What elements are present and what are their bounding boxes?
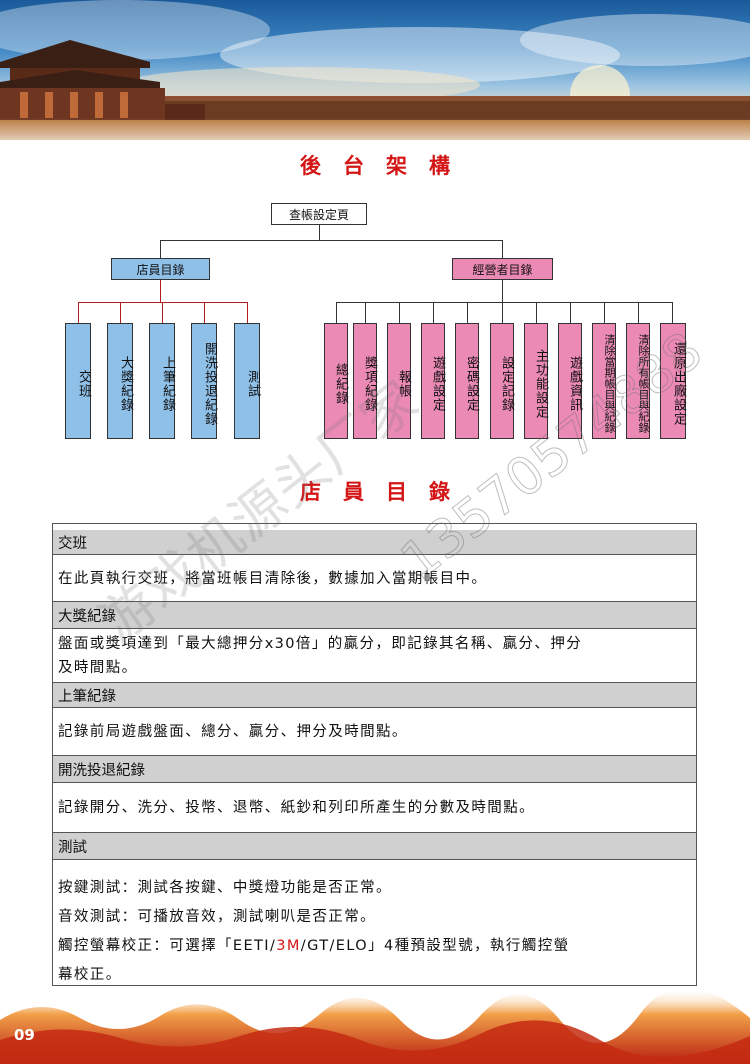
org-leaf-shift-handover: 交班 [65,323,91,439]
connector [604,302,605,323]
org-leaf-factory-reset: 還原出廠設定 [660,323,686,439]
org-chart: 查帳設定頁 店員目錄 經營者目錄 交班 大獎紀錄 上筆紀錄 開洗投退紀錄 測試 … [0,195,750,445]
connector [319,225,320,240]
connector [433,302,434,323]
section-heading: 上筆紀錄 [53,683,696,708]
org-leaf-game-settings: 遊戲設定 [421,323,445,439]
connector [502,240,503,258]
org-leaf-prize-record: 獎項紀錄 [353,323,377,439]
section-title-staff: 店員目錄 [300,479,472,504]
section-body: 記錄開分、洗分、投幣、退幣、紙鈔和列印所產生的分數及時間點。 [53,783,696,833]
connector [336,302,672,303]
section-text: 音效測試：可播放音效，測試喇叭是否正常。 [58,909,376,925]
org-leaf-total-record: 總紀錄 [324,323,348,439]
connector [162,302,163,323]
org-leaf-report: 報帳 [387,323,411,439]
connector [247,302,248,323]
org-leaf-test: 測試 [234,323,260,439]
org-root-node: 查帳設定頁 [271,203,367,225]
org-leaf-credit-record: 開洗投退紀錄 [191,323,217,439]
connector [365,302,366,323]
section-body: 盤面或獎項達到「最大總押分x30倍」的贏分，即記錄其名稱、贏分、押分 及時間點。 [53,629,696,683]
footer-flame-band [0,990,750,1064]
org-owner-branch: 經營者目錄 [452,258,553,280]
connector [204,302,205,323]
page-title: 後台架構 [300,153,472,178]
connector [160,280,161,302]
connector [502,280,503,302]
connector [536,302,537,323]
accent-text: 3M [276,938,301,954]
connector [336,302,337,323]
section-text: 按鍵測試：測試各按鍵、中獎燈功能是否正常。 [58,880,392,896]
org-staff-branch: 店員目錄 [111,258,210,280]
org-leaf-password-settings: 密碼設定 [455,323,479,439]
section-text: 記錄前局遊戲盤面、總分、贏分、押分及時間點。 [58,724,408,740]
section-text: 記錄開分、洗分、投幣、退幣、紙鈔和列印所產生的分數及時間點。 [58,800,535,816]
page-number: 09 [14,1026,35,1044]
connector [160,240,161,258]
org-leaf-jackpot-record: 大獎紀錄 [107,323,133,439]
section-text-touch: 觸控螢幕校正：可選擇「EETI/3M/GT/ELO」4種預設型號，執行觸控螢 [58,938,570,954]
section-text: 幕校正。 [58,967,122,983]
org-leaf-clear-current: 清除當期帳目與紀錄 [592,323,616,439]
staff-directory-table: 交班 在此頁執行交班，將當班帳目清除後，數據加入當期帳目中。 大獎紀錄 盤面或獎… [52,523,697,986]
connector [570,302,571,323]
header-banner [0,0,750,140]
section-heading: 交班 [53,530,696,555]
section-body: 在此頁執行交班，將當班帳目清除後，數據加入當期帳目中。 [53,555,696,602]
connector [78,302,79,323]
org-leaf-settings-record: 設定記錄 [490,323,514,439]
connector [160,240,503,241]
section-heading: 大獎紀錄 [53,602,696,629]
connector [467,302,468,323]
connector [672,302,673,323]
flame-decoration [0,990,750,1064]
section-heading: 測試 [53,833,696,860]
section-text: 及時間點。 [58,660,138,676]
section-text: 盤面或獎項達到「最大總押分x30倍」的贏分，即記錄其名稱、贏分、押分 [58,636,583,652]
org-leaf-last-record: 上筆紀錄 [149,323,175,439]
section-body: 記錄前局遊戲盤面、總分、贏分、押分及時間點。 [53,708,696,756]
org-leaf-game-info: 遊戲資訊 [558,323,582,439]
section-body: 按鍵測試：測試各按鍵、中獎燈功能是否正常。 音效測試：可播放音效，測試喇叭是否正… [53,860,696,985]
connector [638,302,639,323]
org-leaf-main-function: 主功能設定 [524,323,548,439]
connector [399,302,400,323]
banner-fade [0,118,750,140]
connector [120,302,121,323]
connector [502,302,503,323]
section-text: 在此頁執行交班，將當班帳目清除後，數據加入當期帳目中。 [58,571,488,587]
section-heading: 開洗投退紀錄 [53,756,696,783]
org-leaf-clear-all: 清除所有帳目與紀錄 [626,323,650,439]
